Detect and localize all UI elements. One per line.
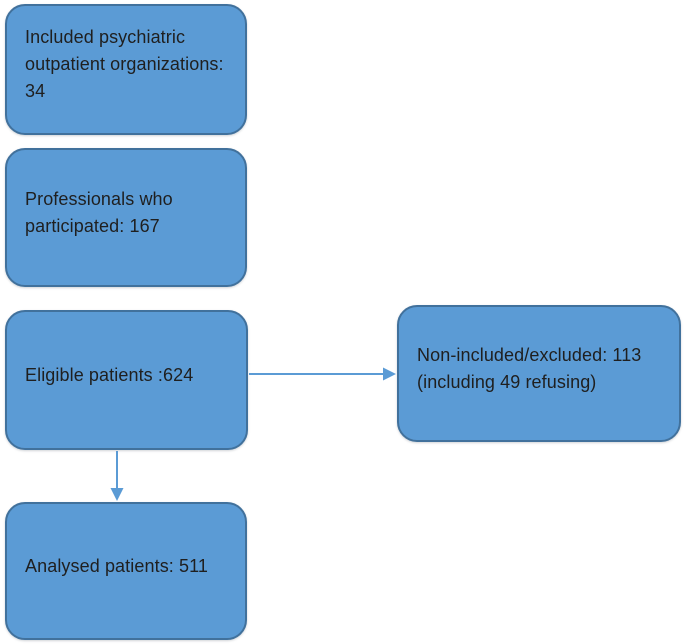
flow-box-non-included-excluded: Non-included/excluded: 113 (including 49… <box>397 305 681 442</box>
flow-box-included-organizations: Included psychiatric outpatient organiza… <box>5 4 247 135</box>
flow-box-eligible-patients: Eligible patients :624 <box>5 310 248 450</box>
eligible-patients-label: Eligible patients :624 <box>25 364 194 385</box>
included-organizations-label: Included psychiatric outpatient organiza… <box>25 27 224 101</box>
flow-box-analysed-patients: Analysed patients: 511 <box>5 502 247 640</box>
arrow-eligible-to-nonincluded-icon <box>249 367 396 381</box>
analysed-patients-label: Analysed patients: 511 <box>25 555 208 576</box>
non-included-excluded-label: Non-included/excluded: 113 (including 49… <box>417 344 642 392</box>
flow-box-professionals: Professionals who participated: 167 <box>5 148 247 287</box>
professionals-label: Professionals who participated: 167 <box>25 188 173 236</box>
arrow-eligible-to-analysed-icon <box>110 451 124 501</box>
